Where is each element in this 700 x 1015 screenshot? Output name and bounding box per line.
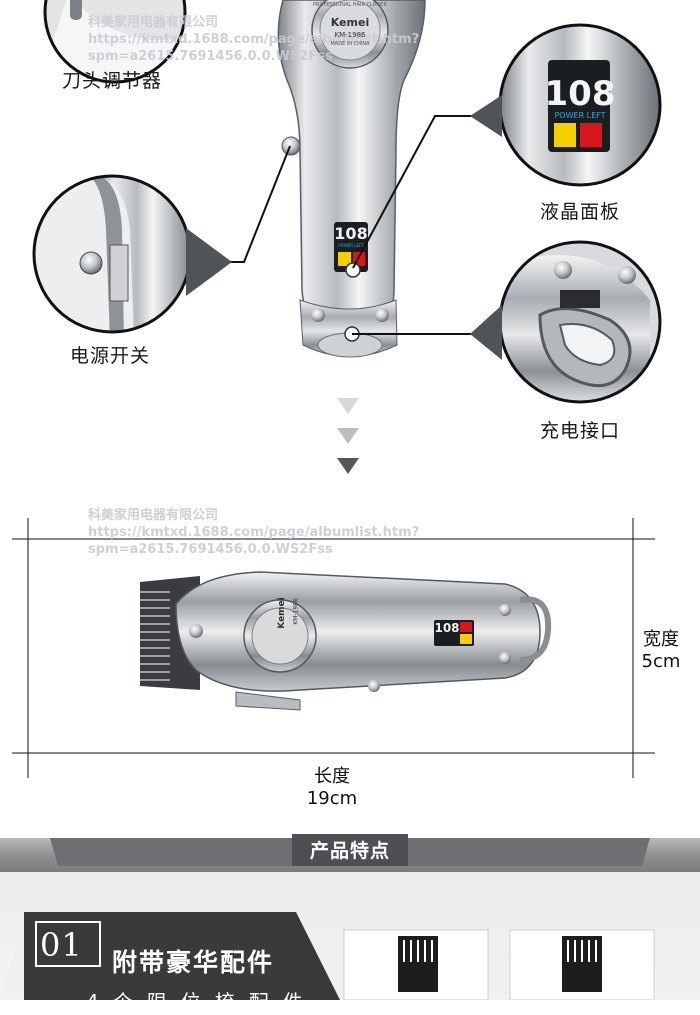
width-label: 宽度: [643, 629, 679, 650]
feature-subtitle: 4个限位梳配件: [86, 990, 317, 1014]
lcd-caption-small: POWER LEFT: [338, 243, 364, 248]
watermark-middle: 科美家用电器有限公司 https://kmtxd.1688.com/page/a…: [88, 508, 420, 557]
lcd-digits-small: 108: [334, 224, 368, 243]
horizontal-lcd-digits: 108: [434, 621, 460, 635]
length-dimension: 长度 19cm: [300, 766, 364, 810]
label-lcd-panel: 液晶面板: [540, 201, 621, 223]
callout-lcd-image: 108 POWER LEFT: [498, 23, 662, 187]
horizontal-medallion-model: KM-1986: [292, 598, 300, 625]
clipper-vertical: [277, 0, 426, 358]
guard-comb-icon: [562, 936, 602, 992]
clipper-horizontal: [140, 571, 552, 711]
section-band-decor: [50, 834, 650, 866]
length-label: 长度: [314, 766, 350, 787]
detail-illustration: 108 POWER LEFT: [32, 0, 662, 474]
watermark-top: 科美家用电器有限公司 https://kmtxd.1688.com/page/a…: [88, 15, 420, 64]
down-arrow-icon: [337, 398, 359, 414]
medallion-made-in: MADE IN CHINA: [330, 41, 370, 47]
down-arrow-icon: [337, 428, 359, 444]
guard-comb-icon: [398, 936, 438, 992]
horizontal-medallion-brand: Kemei: [277, 597, 287, 629]
down-arrow-icon: [337, 458, 359, 474]
length-value: 19cm: [306, 788, 358, 809]
medallion-ring-text: PROFESSIONAL HAIR CLIPPER: [313, 2, 387, 8]
feature-decor: [0, 872, 700, 1000]
dimension-diagram: [12, 518, 655, 778]
callout-charging-port-image: [498, 240, 662, 404]
label-charging-port: 充电接口: [540, 420, 621, 442]
label-power-switch: 电源开关: [70, 345, 151, 367]
section-title: 产品特点: [309, 840, 390, 862]
feature-title: 附带豪华配件: [112, 948, 275, 977]
lcd-digits-large: 108: [545, 74, 616, 114]
medallion-model: KM-1986: [334, 31, 366, 39]
callout-power-switch-image: [32, 174, 192, 334]
feature-number: 01: [40, 926, 83, 964]
medallion-brand: Kemei: [330, 16, 370, 29]
width-dimension: 宽度 5cm: [636, 629, 686, 673]
label-blade-adjuster: 刀头调节器: [62, 70, 163, 92]
lcd-caption-large: POWER LEFT: [554, 111, 605, 120]
width-value: 5cm: [641, 651, 681, 672]
